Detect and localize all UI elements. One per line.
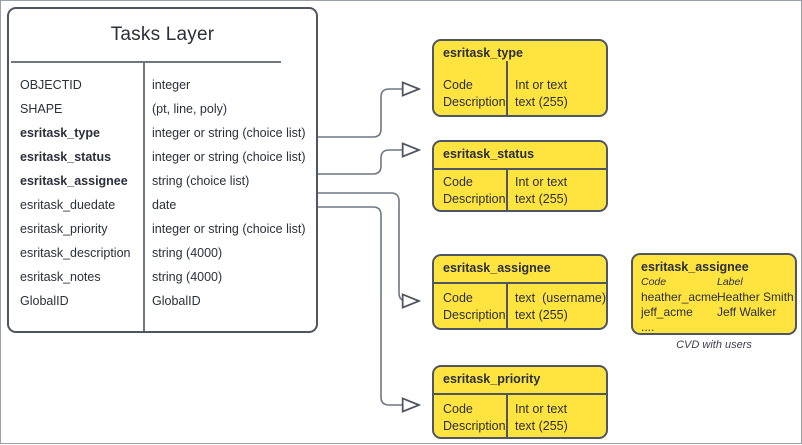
cvd-sample-box[interactable]: esritask_assignee Code Label heather_acm… <box>631 253 797 335</box>
domain-field-type: text (255) <box>515 192 568 206</box>
field-type: GlobalID <box>152 294 201 308</box>
domain-box-body: Code Description Int or text text (255) <box>434 401 606 435</box>
domain-box-title-divider <box>434 393 606 395</box>
domain-box-esritask-type[interactable]: esritask_type Code Description Int or te… <box>432 39 608 117</box>
cvd-table: Code Label heather_acme Heather Smith je… <box>641 275 795 335</box>
domain-box-title: esritask_type <box>443 46 523 60</box>
table-row[interactable]: OBJECTID integer <box>9 73 316 97</box>
domain-box-esritask-priority[interactable]: esritask_priority Code Description Int o… <box>432 365 608 439</box>
domain-box-column-divider <box>506 393 508 437</box>
domain-box-body: Code Description text (username) text (2… <box>434 290 606 324</box>
field-type: integer or string (choice list) <box>152 126 306 140</box>
table-row[interactable]: esritask_duedate date <box>9 193 316 217</box>
field-type: integer or string (choice list) <box>152 150 306 164</box>
domain-box-body: Code Description Int or text text (255) <box>434 77 606 111</box>
table-row[interactable]: esritask_type integer or string (choice … <box>9 121 316 145</box>
field-type: string (4000) <box>152 246 223 260</box>
domain-field-type: Int or text <box>515 78 568 92</box>
domain-field-label: Code <box>443 78 473 92</box>
field-type: integer <box>152 78 191 92</box>
table-row[interactable]: GlobalID GlobalID <box>9 289 316 313</box>
domain-box-title: esritask_status <box>443 147 535 161</box>
field-type: string (choice list) <box>152 174 250 188</box>
field-type: date <box>152 198 177 212</box>
table-row[interactable]: esritask_description string (4000) <box>9 241 316 265</box>
field-name: esritask_description <box>20 246 131 260</box>
cvd-caption: CVD with users <box>676 339 752 351</box>
table-row[interactable]: esritask_assignee string (choice list) <box>9 169 316 193</box>
field-name: esritask_priority <box>20 222 108 236</box>
entity-header-divider <box>11 61 281 63</box>
field-type: string (4000) <box>152 270 223 284</box>
entity-field-list: OBJECTID integer SHAPE (pt, line, poly) … <box>9 61 316 331</box>
domain-field-label: Code <box>443 402 473 416</box>
field-type: integer or string (choice list) <box>152 222 306 236</box>
domain-field-type: Int or text <box>515 402 568 416</box>
domain-box-column-divider <box>506 282 508 328</box>
domain-box-esritask-assignee[interactable]: esritask_assignee Code Description text … <box>432 254 608 330</box>
table-row[interactable]: esritask_status integer or string (choic… <box>9 145 316 169</box>
domain-field-type: text (username) <box>514 291 606 305</box>
field-name: OBJECTID <box>20 78 82 92</box>
domain-field-label: Description <box>443 419 506 433</box>
domain-field-label: Code <box>443 175 473 189</box>
field-name: esritask_assignee <box>20 174 128 188</box>
field-name: GlobalID <box>20 294 69 308</box>
domain-box-column-divider <box>506 61 508 115</box>
domain-box-title: esritask_assignee <box>443 261 551 275</box>
domain-box-esritask-status[interactable]: esritask_status Code Description Int or … <box>432 140 608 212</box>
field-name: SHAPE <box>20 102 63 116</box>
domain-field-type: text (255) <box>515 95 568 109</box>
table-row[interactable]: SHAPE (pt, line, poly) <box>9 97 316 121</box>
cvd-title: esritask_assignee <box>641 260 749 274</box>
cvd-header-code: Code <box>641 276 667 288</box>
field-type: (pt, line, poly) <box>152 102 228 116</box>
table-row[interactable]: esritask_notes string (4000) <box>9 265 316 289</box>
domain-field-type: text (255) <box>514 308 568 322</box>
domain-field-type: Int or text <box>515 175 568 189</box>
cvd-row-label <box>717 320 795 335</box>
cvd-row-label: Heather Smith <box>717 290 794 304</box>
tasks-layer-entity[interactable]: Tasks Layer OBJECTID integer SHAPE (pt, … <box>7 7 318 333</box>
entity-title: Tasks Layer <box>110 24 215 45</box>
domain-box-body: Code Description Int or text text (255) <box>434 174 606 208</box>
domain-field-label: Description <box>443 308 506 322</box>
table-row[interactable]: esritask_priority integer or string (cho… <box>9 217 316 241</box>
cvd-row-code: heather_acme <box>641 290 718 304</box>
domain-field-label: Description <box>443 192 506 206</box>
field-name: esritask_notes <box>20 270 101 284</box>
field-name: esritask_type <box>20 126 100 140</box>
domain-box-title-divider <box>434 168 606 170</box>
domain-box-column-divider <box>506 168 508 210</box>
cvd-row-code: jeff_acme <box>641 305 693 319</box>
domain-field-label: Code <box>443 291 473 305</box>
entity-column-divider <box>143 61 145 331</box>
domain-box-title-divider <box>434 282 606 284</box>
cvd-row-code: .... <box>641 320 655 334</box>
domain-field-label: Description <box>443 95 506 109</box>
cvd-row-label: Jeff Walker <box>717 305 777 319</box>
cvd-header-label: Label <box>717 276 743 288</box>
domain-box-title: esritask_priority <box>443 372 541 386</box>
domain-field-type: text (255) <box>515 419 568 433</box>
field-name: esritask_status <box>20 150 112 164</box>
field-name: esritask_duedate <box>20 198 116 212</box>
